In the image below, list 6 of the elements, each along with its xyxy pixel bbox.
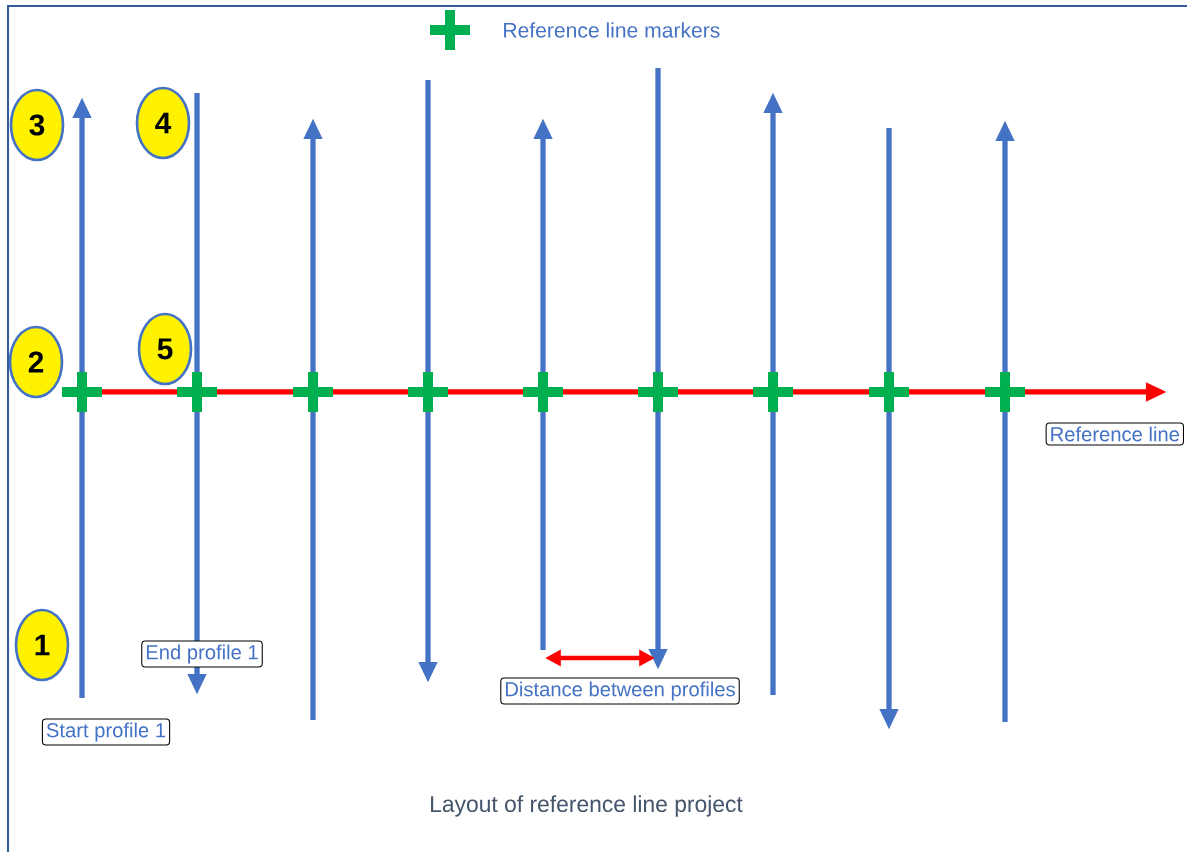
label-box: Reference line bbox=[1045, 422, 1184, 446]
label-box: End profile 1 bbox=[141, 640, 263, 668]
label-box: Distance between profiles bbox=[500, 677, 740, 705]
label-box: Start profile 1 bbox=[41, 718, 171, 746]
legend-text: Reference line markers bbox=[504, 22, 720, 38]
caption: Layout of reference line project bbox=[431, 795, 743, 817]
